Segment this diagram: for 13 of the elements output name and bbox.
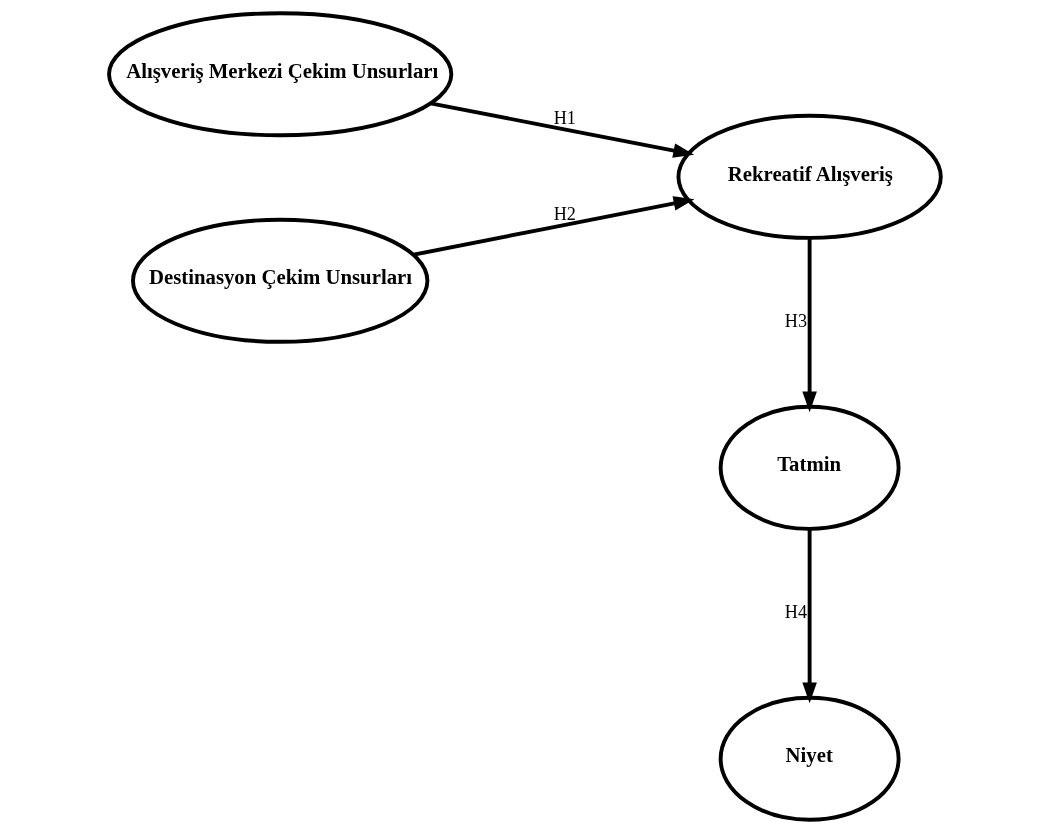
edge-label: H1 [553, 107, 576, 128]
edge-label: H3 [784, 311, 808, 332]
node-ellipse: Rekreatif Alışveriş [676, 113, 943, 240]
arrow [802, 238, 817, 413]
node-ellipse: Alışveriş Merkezi Çekim Unsurları [107, 11, 454, 138]
arrow [430, 101, 695, 158]
edge-label: H4 [784, 602, 808, 623]
node-ellipse: Niyet [718, 695, 901, 822]
arrow [413, 196, 695, 257]
node-ellipse: Tatmin [718, 404, 901, 531]
arrow [802, 529, 817, 704]
node-ellipse: Destinasyon Çekim Unsurları [131, 217, 430, 344]
edge-label: H2 [553, 203, 576, 224]
